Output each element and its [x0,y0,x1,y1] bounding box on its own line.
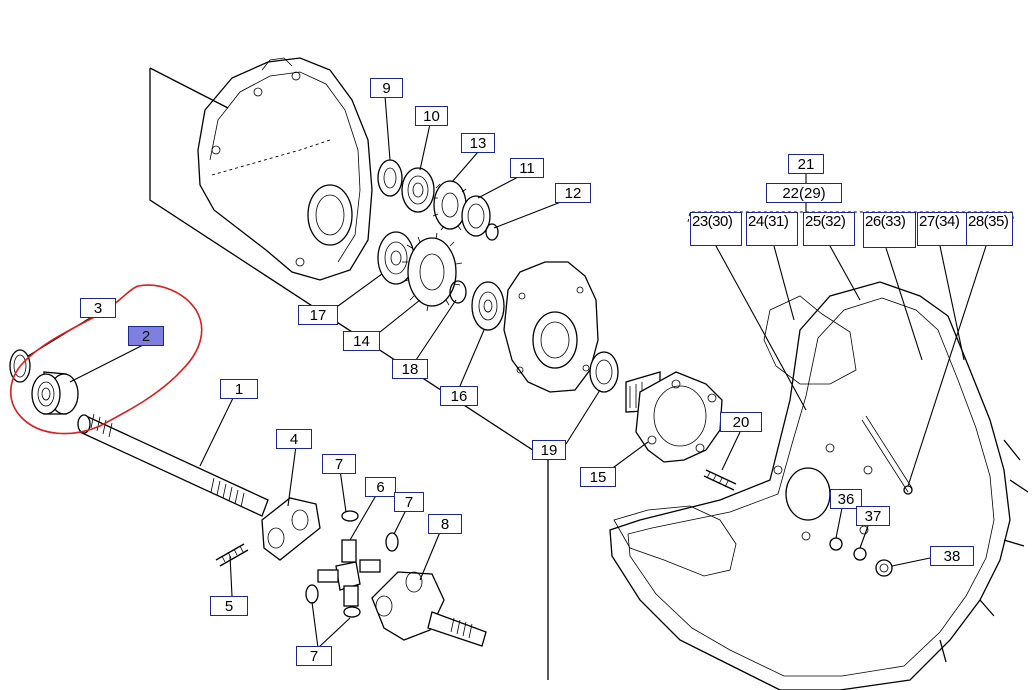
callout-10[interactable]: 10 [415,106,448,126]
callout-22-29[interactable]: 22(29) [766,183,842,203]
cage-wheel [609,281,1029,690]
leader-lines [27,95,987,649]
callout-5[interactable]: 5 [210,596,248,616]
callout-19[interactable]: 19 [532,440,566,460]
callout-24-31[interactable]: 24(31) [746,212,798,246]
red-annotation-loop [10,284,203,435]
callout-36[interactable]: 36 [830,489,862,509]
callout-25-32[interactable]: 25(32) [803,212,855,246]
callout-17[interactable]: 17 [298,305,338,325]
callout-2[interactable]: 2 [128,326,164,346]
callout-11[interactable]: 11 [510,158,544,178]
callout-12[interactable]: 12 [555,183,591,203]
callout-9[interactable]: 9 [370,78,403,98]
callout-38[interactable]: 38 [930,546,974,566]
callout-7-right[interactable]: 7 [394,492,424,512]
bearing-and-ring [9,349,79,415]
callout-4[interactable]: 4 [276,429,312,449]
callout-3[interactable]: 3 [80,298,116,318]
callout-37[interactable]: 37 [856,506,890,526]
main-shaft [77,413,269,517]
callout-7-top[interactable]: 7 [322,454,356,474]
housing-cover [503,261,599,393]
callout-13[interactable]: 13 [461,133,495,153]
group-frame-lines [149,67,549,680]
upper-shaft-parts [377,159,499,241]
lower-shaft-parts [377,231,505,331]
callout-16[interactable]: 16 [440,386,478,406]
callout-14[interactable]: 14 [343,331,380,351]
callout-7-bottom[interactable]: 7 [296,646,332,666]
flange-assembly [589,351,737,491]
callout-6[interactable]: 6 [365,477,396,497]
callout-23-30[interactable]: 23(30) [690,212,742,246]
callout-18[interactable]: 18 [392,359,428,379]
callout-28-35[interactable]: 28(35) [966,212,1013,246]
callout-26-33[interactable]: 26(33) [863,212,916,248]
universal-joint [215,497,487,647]
gearbox-housing [197,57,373,281]
callout-20[interactable]: 20 [720,412,762,432]
callout-15[interactable]: 15 [580,467,616,487]
callout-27-34[interactable]: 27(34) [917,212,967,246]
callout-1[interactable]: 1 [220,379,258,399]
callout-21[interactable]: 21 [788,154,824,174]
callout-8[interactable]: 8 [428,514,462,534]
